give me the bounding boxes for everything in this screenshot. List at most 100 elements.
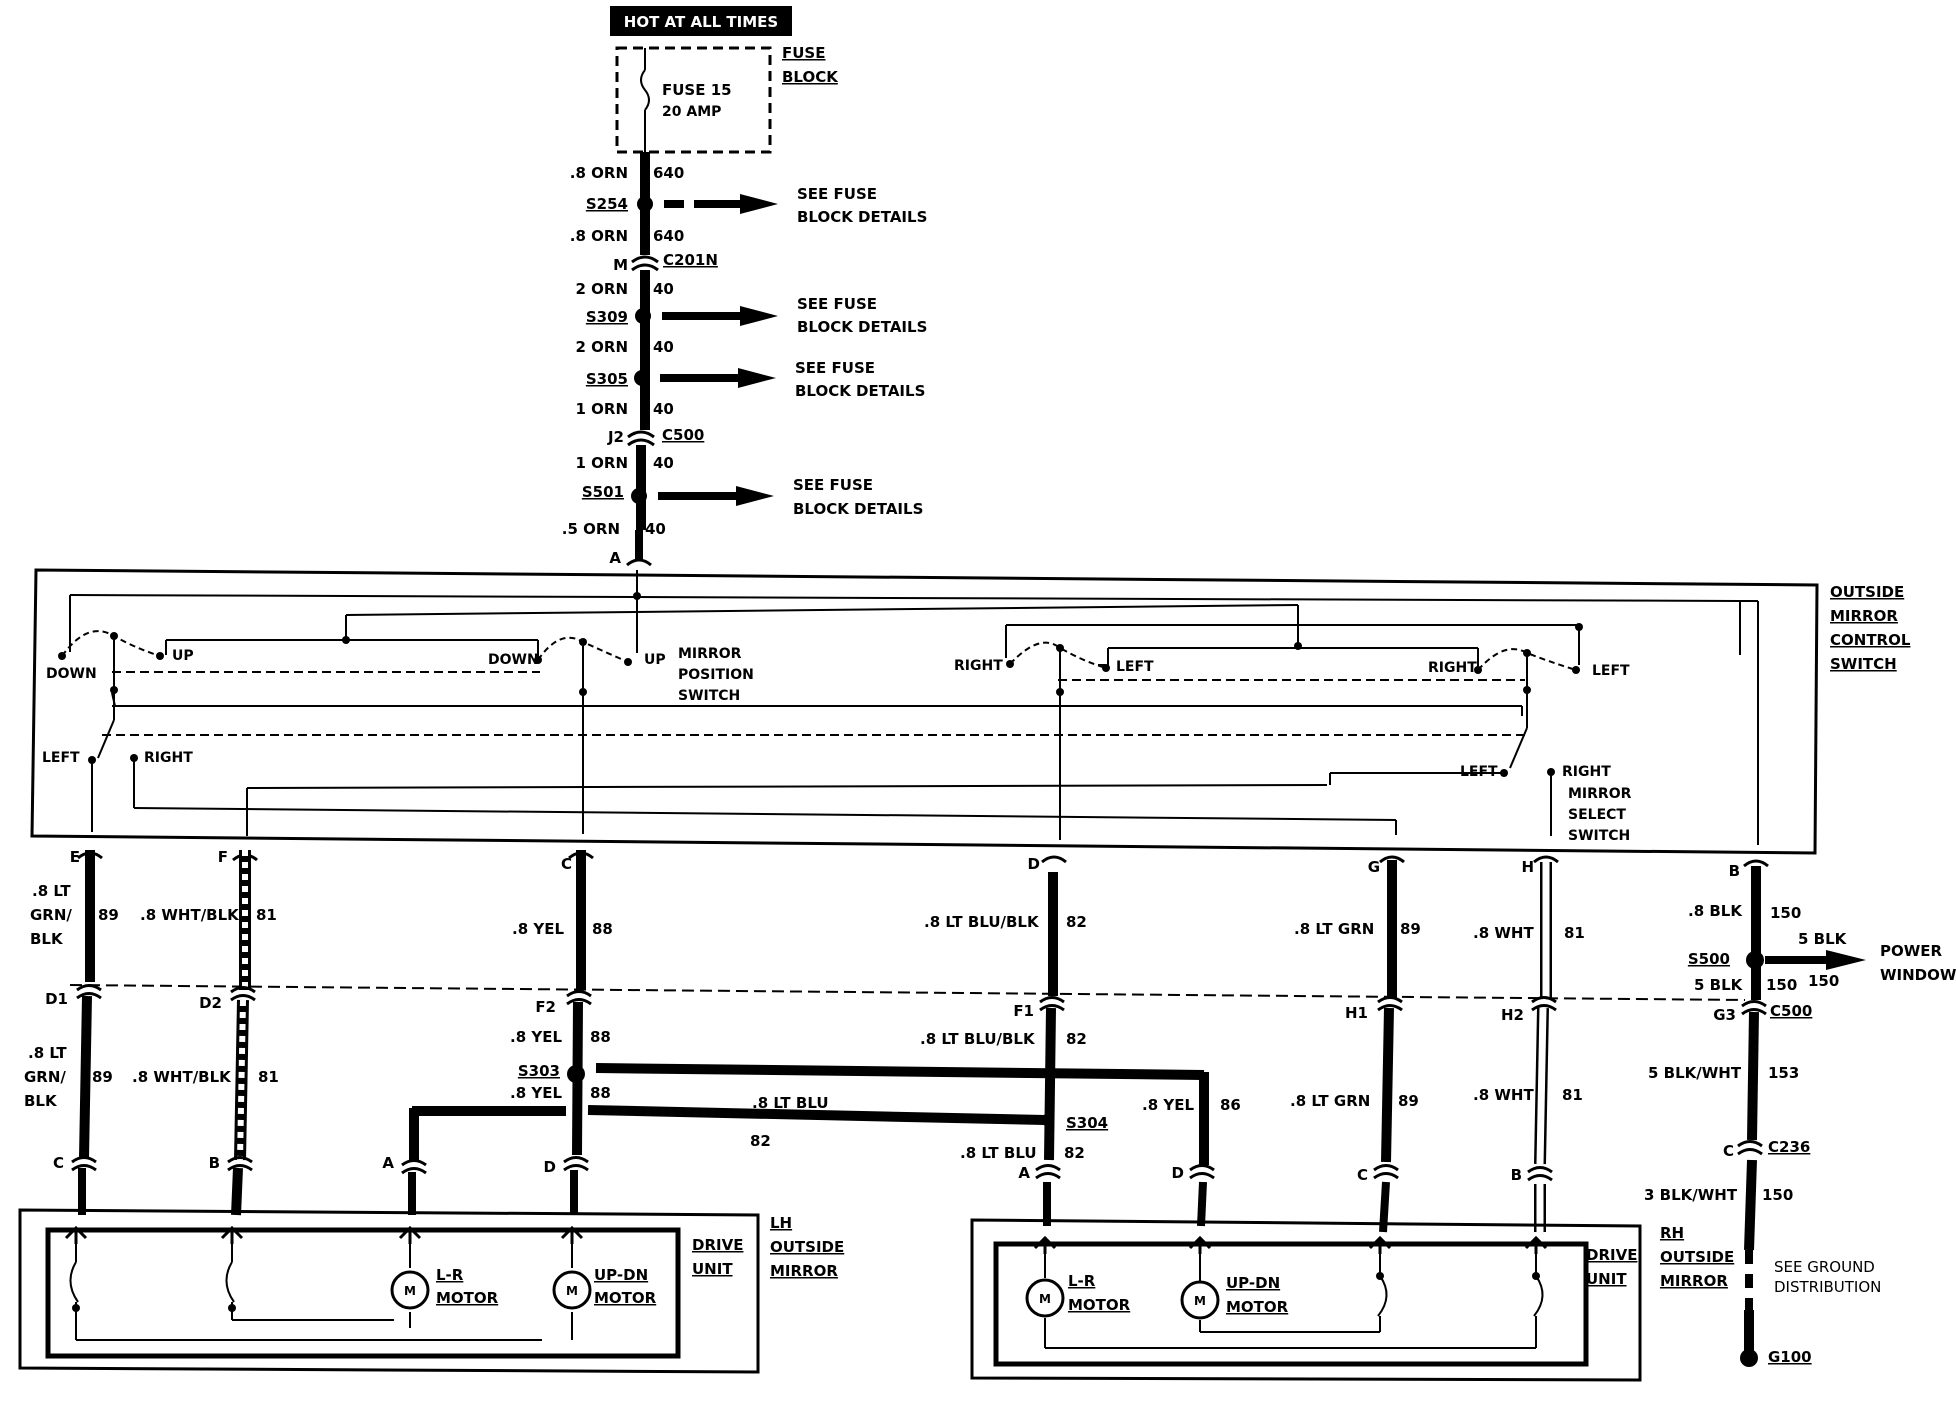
svg-text:MIRROR: MIRROR bbox=[1830, 607, 1898, 625]
svg-text:C: C bbox=[53, 1154, 64, 1172]
svg-text:.8 WHT: .8 WHT bbox=[1473, 924, 1534, 942]
svg-text:150: 150 bbox=[1766, 976, 1797, 994]
svg-text:5 BLK/WHT: 5 BLK/WHT bbox=[1648, 1064, 1742, 1082]
svg-text:A: A bbox=[382, 1154, 394, 1172]
harness-wires bbox=[78, 850, 1866, 1367]
svg-text:89: 89 bbox=[1398, 1092, 1419, 1110]
svg-text:.8 LT BLU/BLK: .8 LT BLU/BLK bbox=[924, 913, 1040, 931]
rh-lr-motor-icon bbox=[1025, 1278, 1065, 1318]
svg-text:153: 153 bbox=[1768, 1064, 1799, 1082]
svg-text:BLOCK DETAILS: BLOCK DETAILS bbox=[797, 318, 927, 336]
svg-text:40: 40 bbox=[645, 520, 666, 538]
rh-outside-mirror: M M L-R MOTOR UP-DN MOTOR DRIVE UNIT RH … bbox=[970, 1218, 1734, 1382]
svg-text:.8 WHT/BLK: .8 WHT/BLK bbox=[132, 1068, 232, 1086]
svg-text:2 ORN: 2 ORN bbox=[575, 338, 628, 356]
svg-text:F1: F1 bbox=[1013, 1002, 1034, 1020]
svg-text:M: M bbox=[613, 256, 628, 274]
svg-text:88: 88 bbox=[590, 1028, 611, 1046]
svg-text:GRN/: GRN/ bbox=[30, 906, 72, 924]
svg-text:RIGHT: RIGHT bbox=[1562, 764, 1611, 780]
svg-text:L-R: L-R bbox=[1068, 1272, 1096, 1290]
svg-text:S303: S303 bbox=[518, 1062, 560, 1080]
svg-text:.8 LT BLU: .8 LT BLU bbox=[752, 1094, 829, 1112]
svg-text:.8 LT GRN: .8 LT GRN bbox=[1290, 1092, 1370, 1110]
svg-text:2 ORN: 2 ORN bbox=[575, 280, 628, 298]
svg-text:A: A bbox=[609, 549, 621, 567]
svg-text:3 BLK/WHT: 3 BLK/WHT bbox=[1644, 1186, 1738, 1204]
svg-text:82: 82 bbox=[1066, 1030, 1087, 1048]
connector-a-top bbox=[626, 558, 652, 567]
svg-text:A: A bbox=[1018, 1164, 1030, 1182]
svg-text:.8 ORN: .8 ORN bbox=[570, 227, 628, 245]
svg-text:.8 LT BLU: .8 LT BLU bbox=[960, 1144, 1037, 1162]
svg-text:81: 81 bbox=[256, 906, 277, 924]
svg-text:MOTOR: MOTOR bbox=[594, 1289, 657, 1307]
svg-text:C201N: C201N bbox=[663, 251, 718, 269]
switch-internal-wiring bbox=[61, 570, 1759, 845]
svg-text:.8 YEL: .8 YEL bbox=[1142, 1096, 1194, 1114]
svg-text:M: M bbox=[404, 1284, 416, 1298]
lh-outside-mirror: M M L-R MOTOR UP-DN MOTOR DRIVE UNIT LH … bbox=[18, 1208, 844, 1374]
svg-text:SEE GROUND: SEE GROUND bbox=[1774, 1258, 1875, 1276]
svg-text:G: G bbox=[1368, 858, 1380, 876]
svg-text:M: M bbox=[1039, 1292, 1051, 1306]
svg-text:OUTSIDE: OUTSIDE bbox=[770, 1238, 844, 1256]
svg-text:MOTOR: MOTOR bbox=[1068, 1296, 1131, 1314]
svg-text:89: 89 bbox=[98, 906, 119, 924]
svg-text:SEE FUSE: SEE FUSE bbox=[793, 476, 873, 494]
fuse-block-label-1: FUSE bbox=[782, 44, 825, 62]
svg-text:H2: H2 bbox=[1501, 1006, 1524, 1024]
svg-text:86: 86 bbox=[1220, 1096, 1241, 1114]
lh-lr-motor-icon bbox=[390, 1270, 430, 1310]
svg-text:L-R: L-R bbox=[436, 1266, 464, 1284]
svg-text:.8 LT: .8 LT bbox=[32, 882, 71, 900]
svg-text:OUTSIDE: OUTSIDE bbox=[1830, 583, 1904, 601]
svg-text:C: C bbox=[1357, 1166, 1368, 1184]
svg-text:UNIT: UNIT bbox=[692, 1260, 733, 1278]
svg-text:LEFT: LEFT bbox=[42, 750, 80, 766]
svg-text:D1: D1 bbox=[45, 990, 68, 1008]
svg-text:5 BLK: 5 BLK bbox=[1798, 930, 1848, 948]
svg-text:MOTOR: MOTOR bbox=[1226, 1298, 1289, 1316]
svg-text:40: 40 bbox=[653, 338, 674, 356]
svg-text:M: M bbox=[1194, 1294, 1206, 1308]
svg-text:BLOCK DETAILS: BLOCK DETAILS bbox=[795, 382, 925, 400]
svg-text:DOWN: DOWN bbox=[488, 652, 539, 668]
svg-text:DISTRIBUTION: DISTRIBUTION bbox=[1774, 1278, 1881, 1296]
svg-text:UP-DN: UP-DN bbox=[594, 1266, 648, 1284]
svg-text:S304: S304 bbox=[1066, 1114, 1108, 1132]
svg-text:BLK: BLK bbox=[24, 1092, 58, 1110]
svg-text:LEFT: LEFT bbox=[1116, 659, 1154, 675]
svg-text:S305: S305 bbox=[586, 370, 628, 388]
svg-text:UP: UP bbox=[172, 648, 194, 664]
svg-text:DRIVE: DRIVE bbox=[1586, 1246, 1637, 1264]
svg-text:.8 LT BLU/BLK: .8 LT BLU/BLK bbox=[920, 1030, 1036, 1048]
svg-text:H: H bbox=[1521, 858, 1534, 876]
svg-text:40: 40 bbox=[653, 454, 674, 472]
svg-text:1 ORN: 1 ORN bbox=[575, 400, 628, 418]
svg-text:.5 ORN: .5 ORN bbox=[562, 520, 620, 538]
svg-text:MIRROR: MIRROR bbox=[770, 1262, 838, 1280]
svg-text:GRN/: GRN/ bbox=[24, 1068, 66, 1086]
svg-text:POSITION: POSITION bbox=[678, 667, 754, 683]
svg-text:B: B bbox=[1729, 862, 1740, 880]
svg-text:82: 82 bbox=[1064, 1144, 1085, 1162]
svg-text:D2: D2 bbox=[199, 994, 222, 1012]
svg-text:DOWN: DOWN bbox=[46, 666, 97, 682]
fuse-symbol bbox=[640, 69, 650, 111]
svg-text:B: B bbox=[1511, 1166, 1522, 1184]
svg-text:G100: G100 bbox=[1768, 1348, 1812, 1366]
switch-contacts bbox=[58, 592, 1583, 777]
svg-text:SEE FUSE: SEE FUSE bbox=[797, 295, 877, 313]
svg-text:SELECT: SELECT bbox=[1568, 807, 1626, 823]
svg-text:UNIT: UNIT bbox=[1586, 1270, 1627, 1288]
svg-text:.8 LT: .8 LT bbox=[28, 1044, 67, 1062]
switch-output-connectors bbox=[77, 851, 1769, 868]
harness-dashed-line bbox=[69, 984, 1746, 1001]
svg-text:MIRROR: MIRROR bbox=[1568, 786, 1632, 802]
svg-text:.8 YEL: .8 YEL bbox=[510, 1084, 562, 1102]
svg-text:MIRROR: MIRROR bbox=[1660, 1272, 1728, 1290]
svg-text:F2: F2 bbox=[535, 998, 556, 1016]
svg-text:CONTROL: CONTROL bbox=[1830, 631, 1911, 649]
svg-text:RIGHT: RIGHT bbox=[954, 658, 1003, 674]
